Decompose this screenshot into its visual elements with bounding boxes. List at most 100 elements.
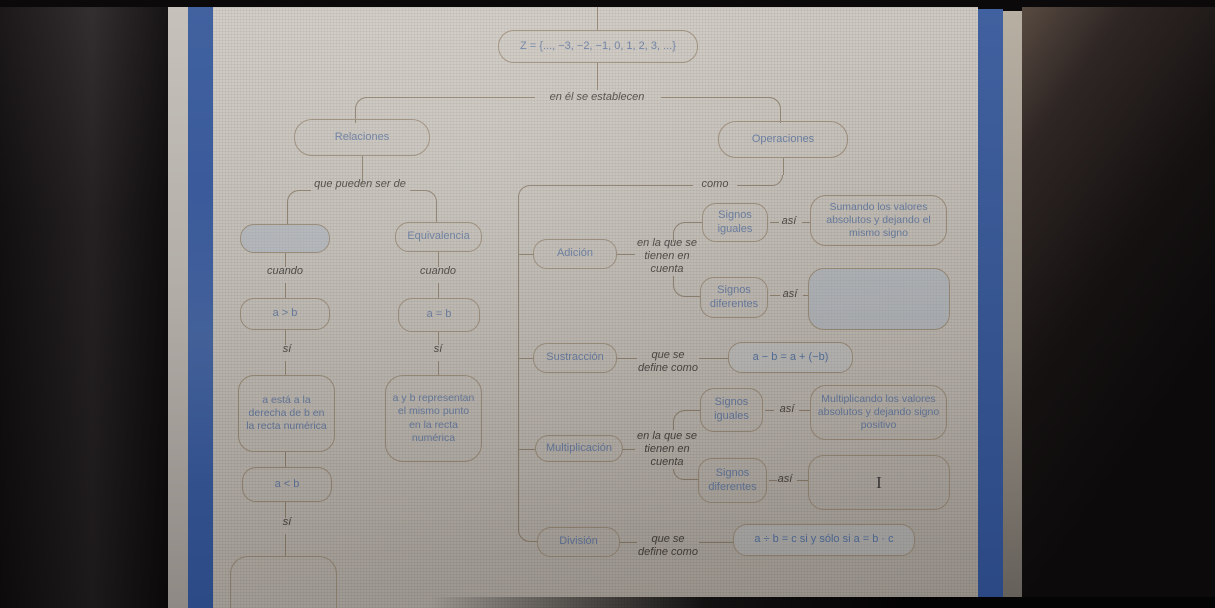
connector-establish-right bbox=[661, 97, 771, 98]
connector-col1-b bbox=[285, 283, 286, 298]
page-edge-strip-left bbox=[168, 6, 188, 608]
connector-asi2-right bbox=[803, 295, 808, 296]
condition-a-equals-b-node: a = b bbox=[398, 298, 480, 332]
integers-set-node: Z = {..., −3, −2, −1, 0, 1, 2, 3, ...} bbox=[498, 30, 698, 63]
asi-label-3: así bbox=[779, 403, 795, 415]
si-label-1: sí bbox=[282, 343, 292, 355]
connector-asi4-right bbox=[797, 480, 808, 481]
division-node: División bbox=[537, 527, 620, 557]
relaciones-branch-label: que pueden ser de bbox=[314, 178, 406, 190]
result-signos-diferentes-adicion-blank-field[interactable] bbox=[808, 268, 950, 330]
signos-diferentes-adicion-node: Signos diferentes bbox=[700, 277, 768, 318]
text-cursor: I bbox=[876, 472, 882, 492]
connector-division-label bbox=[620, 542, 637, 543]
connector-como-left bbox=[530, 185, 693, 186]
meaning-a-greater-b-node: a está a la derecha de b en la recta num… bbox=[238, 375, 335, 452]
signos-diferentes-multiplicacion-node: Signos diferentes bbox=[698, 458, 767, 503]
connector-bracket-equivalencia bbox=[410, 190, 437, 222]
connector-col1-e bbox=[285, 452, 286, 467]
signos-iguales-adicion-node: Signos iguales bbox=[702, 203, 768, 242]
connector-corner-como bbox=[769, 175, 783, 186]
connector-asi2-left bbox=[770, 295, 780, 296]
connector-asi1-left bbox=[770, 222, 779, 223]
cuando-label-2: cuando bbox=[419, 265, 457, 277]
adicion-consider-label: en la que se tienen en cuenta bbox=[637, 237, 697, 276]
sustraccion-node: Sustracción bbox=[533, 343, 617, 373]
page-edge-strip-right bbox=[1003, 11, 1022, 608]
connector-multiplicacion-label bbox=[623, 449, 635, 450]
connector-col1-c bbox=[285, 330, 286, 345]
equivalencia-node: Equivalencia bbox=[395, 222, 482, 252]
page-margin-band-right bbox=[978, 9, 1003, 608]
connector-col2-c bbox=[438, 332, 439, 345]
photo-left-dark-area bbox=[0, 0, 168, 608]
asi-label-1: así bbox=[781, 215, 797, 227]
multiplicacion-node: Multiplicación bbox=[535, 435, 623, 462]
signos-iguales-multiplicacion-node: Signos iguales bbox=[700, 388, 763, 432]
photo-top-bezel bbox=[0, 0, 1215, 7]
concept-map: Z = {..., −3, −2, −1, 0, 1, 2, 3, ...} e… bbox=[213, 7, 978, 608]
establish-label: en él se establecen bbox=[549, 91, 645, 103]
connector-trunk-corner-bottom bbox=[518, 528, 537, 542]
connector-operaciones-down bbox=[783, 158, 784, 175]
connector-asi3-left bbox=[765, 410, 774, 411]
connector-adicion-label bbox=[617, 254, 635, 255]
document-page: Z = {..., −3, −2, −1, 0, 1, 2, 3, ...} e… bbox=[213, 7, 978, 608]
connector-root-bottom bbox=[597, 63, 598, 90]
relation-type-blank-field[interactable] bbox=[240, 224, 330, 253]
photo-right-dark-area bbox=[1022, 0, 1215, 608]
photo-bottom-shadow bbox=[430, 597, 1215, 608]
connector-relaciones-down bbox=[362, 156, 363, 183]
adicion-node: Adición bbox=[533, 239, 617, 269]
connector-col1-g bbox=[285, 534, 286, 556]
result-signos-iguales-adicion-node: Sumando los valores absolutos y dejando … bbox=[810, 195, 947, 246]
como-label: como bbox=[701, 178, 729, 190]
connector-bracket-up-multiplicacion bbox=[673, 410, 700, 430]
cuando-label-1: cuando bbox=[266, 265, 304, 277]
sustraccion-define-label: que se define como bbox=[638, 349, 698, 375]
connector-col2-d bbox=[438, 361, 439, 375]
connector-stub-adicion bbox=[518, 254, 533, 255]
meaning-a-equals-b-node: a y b representan el mismo punto en la r… bbox=[385, 375, 482, 462]
relaciones-node: Relaciones bbox=[294, 119, 430, 156]
connector-trunk bbox=[518, 198, 519, 528]
connector-division-formula bbox=[699, 542, 733, 543]
division-formula-node: a ÷ b = c si y sólo si a = b · c bbox=[733, 524, 915, 556]
connector-asi1-right bbox=[802, 222, 810, 223]
condition-a-greater-b-node: a > b bbox=[240, 298, 330, 330]
connector-asi3-right bbox=[799, 410, 810, 411]
connector-establish-left bbox=[365, 97, 535, 98]
multiplicacion-consider-label: en la que se tienen en cuenta bbox=[637, 430, 697, 469]
asi-label-4: así bbox=[777, 473, 793, 485]
connector-trunk-corner-top bbox=[518, 185, 530, 199]
asi-label-2: así bbox=[782, 288, 798, 300]
result-signos-iguales-multiplicacion-node: Multiplicando los valores absolutos y de… bbox=[810, 385, 947, 440]
connector-col1-d bbox=[285, 361, 286, 375]
connector-col2-b bbox=[438, 283, 439, 298]
connector-col1-f bbox=[285, 502, 286, 518]
connector-col1-a bbox=[285, 253, 286, 267]
connector-bracket-up-adicion bbox=[673, 222, 702, 242]
connector-sustraccion-label bbox=[617, 358, 637, 359]
operaciones-node: Operaciones bbox=[718, 121, 848, 158]
connector-bracket-orden bbox=[287, 190, 311, 224]
connector-corner-to-operaciones bbox=[769, 97, 781, 123]
division-define-label: que se define como bbox=[638, 533, 698, 559]
connector-bracket-down-adicion bbox=[673, 276, 700, 297]
connector-stub-multiplicacion bbox=[518, 449, 535, 450]
connector-asi4-left bbox=[769, 480, 777, 481]
result-signos-diferentes-multiplicacion-blank-field[interactable]: I bbox=[808, 455, 950, 510]
si-label-2: sí bbox=[433, 343, 443, 355]
connector-como-right bbox=[737, 185, 769, 186]
connector-sustraccion-formula bbox=[699, 358, 728, 359]
connector-bracket-down-multiplicacion bbox=[673, 469, 698, 480]
sustraccion-formula-node: a − b = a + (−b) bbox=[728, 342, 853, 373]
si-label-3: sí bbox=[282, 516, 292, 528]
connector-stub-sustraccion bbox=[518, 358, 533, 359]
meaning-a-less-b-blank-field[interactable] bbox=[230, 556, 337, 608]
connector-corner-to-relaciones bbox=[355, 97, 367, 123]
connector-root-top bbox=[597, 7, 598, 30]
connector-col2-a bbox=[438, 252, 439, 267]
condition-a-less-b-node: a < b bbox=[242, 467, 332, 502]
